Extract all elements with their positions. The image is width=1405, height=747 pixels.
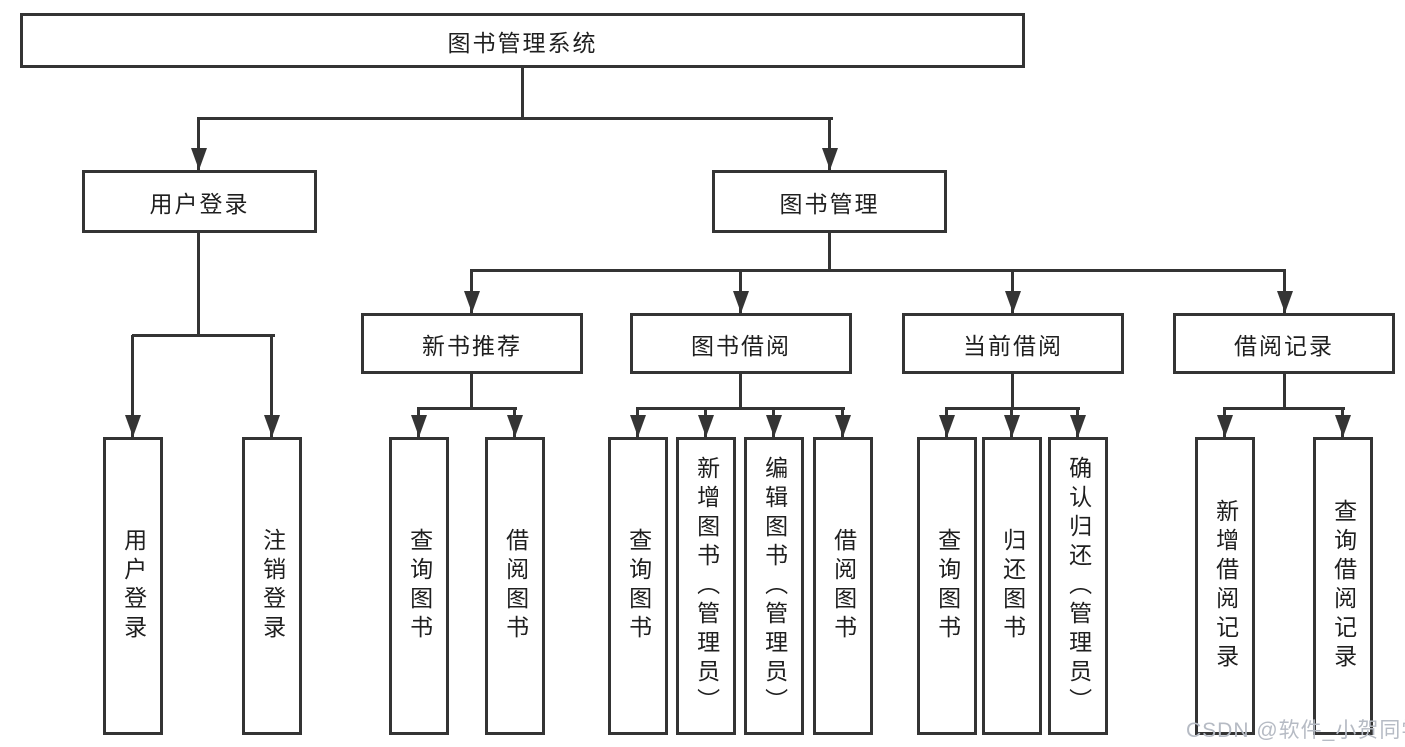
connector-line	[521, 68, 524, 118]
leaf-add-borrow-record: 新增借阅记录	[1195, 437, 1255, 735]
connector-line	[470, 269, 1286, 272]
node-library-management-system: 图书管理系统	[20, 13, 1025, 68]
arrow-down-icon	[1223, 408, 1226, 437]
leaf-return-books: 归还图书	[982, 437, 1042, 735]
leaf-logout-login: 注销登录	[242, 437, 302, 735]
connector-line	[132, 334, 275, 337]
connector-line	[636, 407, 845, 410]
arrow-down-icon	[417, 408, 420, 437]
leaf-query-borrow-record: 查询借阅记录	[1313, 437, 1373, 735]
arrow-down-icon	[1011, 271, 1014, 313]
arrow-down-icon	[739, 271, 742, 313]
arrow-down-icon	[131, 335, 134, 437]
arrow-down-icon	[513, 408, 516, 437]
leaf-add-books-admin: 新增图书（管理员）	[676, 437, 736, 735]
arrow-down-icon	[470, 271, 473, 313]
arrow-down-icon	[636, 408, 639, 437]
node-current-borrowing: 当前借阅	[902, 313, 1124, 374]
arrow-down-icon	[1341, 408, 1344, 437]
connector-line	[1011, 374, 1014, 408]
arrow-down-icon	[1076, 408, 1079, 437]
arrow-down-icon	[270, 335, 273, 437]
arrow-down-icon	[1010, 408, 1013, 437]
connector-line	[739, 374, 742, 408]
arrow-down-icon	[197, 118, 200, 170]
connector-line	[1223, 407, 1345, 410]
node-book-borrowing: 图书借阅	[630, 313, 852, 374]
connector-line	[1283, 374, 1286, 408]
node-user-login: 用户登录	[82, 170, 317, 233]
connector-line	[197, 117, 833, 120]
arrow-down-icon	[841, 408, 844, 437]
arrow-down-icon	[945, 408, 948, 437]
leaf-edit-books-admin: 编辑图书（管理员）	[744, 437, 804, 735]
leaf-query-books-recommend: 查询图书	[389, 437, 449, 735]
connector-line	[828, 233, 831, 271]
arrow-down-icon	[828, 118, 831, 170]
leaf-query-books-borrowing: 查询图书	[608, 437, 668, 735]
node-new-book-recommendation: 新书推荐	[361, 313, 583, 374]
arrow-down-icon	[704, 408, 707, 437]
arrow-down-icon	[772, 408, 775, 437]
leaf-user-login: 用户登录	[103, 437, 163, 735]
connector-line	[470, 374, 473, 408]
connector-line	[197, 233, 200, 335]
csdn-watermark: CSDN @软件_小贺同学	[1186, 719, 1405, 742]
leaf-query-books-current: 查询图书	[917, 437, 977, 735]
leaf-confirm-return-admin: 确认归还（管理员）	[1048, 437, 1108, 735]
arrow-down-icon	[1283, 271, 1286, 313]
node-book-management: 图书管理	[712, 170, 947, 233]
leaf-borrow-books-borrowing: 借阅图书	[813, 437, 873, 735]
connector-line	[417, 407, 517, 410]
leaf-borrow-books-recommend: 借阅图书	[485, 437, 545, 735]
node-borrowing-records: 借阅记录	[1173, 313, 1395, 374]
